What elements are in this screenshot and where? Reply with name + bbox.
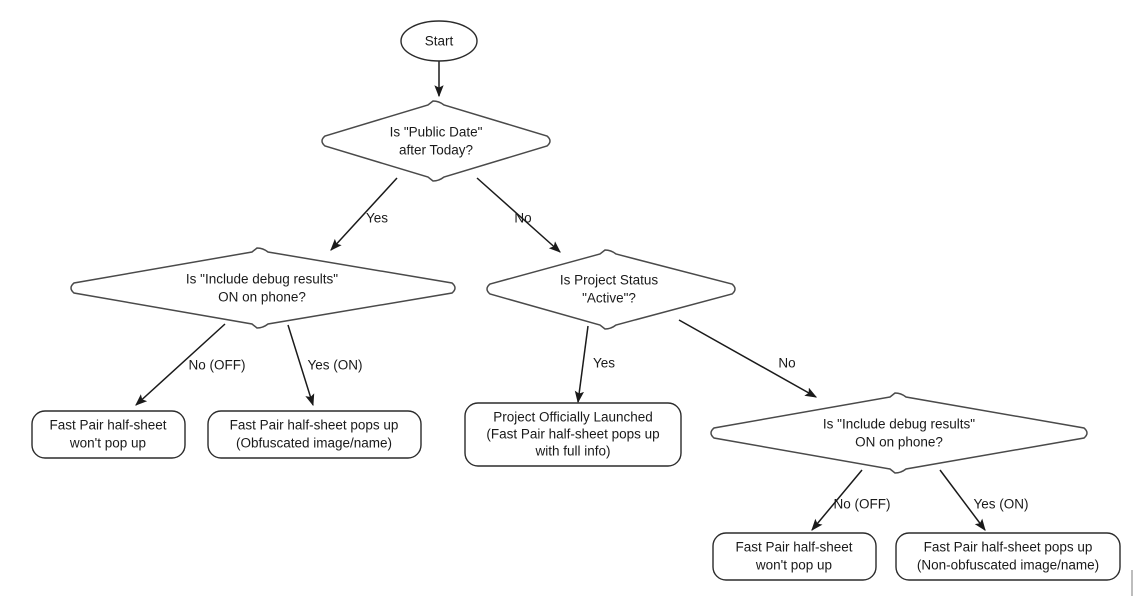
terminal-non-obfuscated-line-1: Fast Pair half-sheet pops up — [924, 540, 1093, 555]
node-decision-debug-left[interactable]: Is "Include debug results" ON on phone? — [70, 247, 456, 329]
terminal-launched-line-1: Project Officially Launched — [493, 410, 653, 425]
decision-debug-left-line-2: ON on phone? — [218, 290, 306, 305]
node-terminal-non-obfuscated[interactable]: Fast Pair half-sheet pops up (Non-obfusc… — [895, 532, 1121, 581]
terminal-no-popup-left-line-1: Fast Pair half-sheet — [49, 418, 166, 433]
edge-public-date-no: No — [476, 177, 561, 253]
node-decision-project-status[interactable]: Is Project Status "Active"? — [486, 249, 736, 330]
edge-line — [135, 323, 226, 406]
edge-project-status-yes: Yes — [574, 325, 615, 404]
edge-public-date-yes: Yes — [330, 177, 398, 251]
edge-line — [287, 324, 315, 407]
edge-label-yes-on: Yes (ON) — [307, 358, 362, 373]
edge-line — [811, 469, 863, 531]
start-ellipse[interactable] — [400, 20, 478, 62]
edge-debug-right-off: No (OFF) — [811, 469, 891, 531]
edge-line — [476, 177, 561, 253]
decision-project-status-diamond[interactable] — [486, 249, 736, 330]
terminal-launched-line-3: with full info) — [534, 444, 610, 459]
terminal-non-obfuscated-box[interactable] — [895, 532, 1121, 581]
decision-public-date-line-1: Is "Public Date" — [390, 125, 483, 140]
nodes-layer: Start Is "Public Date" after Today? Is "… — [31, 20, 1121, 581]
node-terminal-no-popup-left[interactable]: Fast Pair half-sheet won't pop up — [31, 410, 186, 459]
terminal-no-popup-right-box[interactable] — [712, 532, 877, 581]
terminal-no-popup-right-line-1: Fast Pair half-sheet — [735, 540, 852, 555]
edge-line — [678, 319, 818, 398]
terminal-no-popup-left-box[interactable] — [31, 410, 186, 459]
node-decision-public-date[interactable]: Is "Public Date" after Today? — [321, 100, 551, 182]
edges-layer: Yes No No (OFF) Yes (ON) Yes — [135, 61, 1029, 531]
terminal-obfuscated-box[interactable] — [207, 410, 422, 459]
edge-label-yes-on: Yes (ON) — [973, 497, 1028, 512]
edge-debug-left-off: No (OFF) — [135, 323, 246, 406]
terminal-launched-line-2: (Fast Pair half-sheet pops up — [486, 427, 659, 442]
page-edge-marker — [1131, 570, 1133, 596]
terminal-launched-box[interactable] — [464, 402, 682, 467]
decision-debug-right-diamond[interactable] — [710, 392, 1088, 474]
edge-line — [330, 177, 398, 251]
decision-public-date-diamond[interactable] — [321, 100, 551, 182]
decision-debug-left-diamond[interactable] — [70, 247, 456, 329]
decision-project-status-line-1: Is Project Status — [560, 273, 659, 288]
node-decision-debug-right[interactable]: Is "Include debug results" ON on phone? — [710, 392, 1088, 474]
node-terminal-obfuscated[interactable]: Fast Pair half-sheet pops up (Obfuscated… — [207, 410, 422, 459]
terminal-no-popup-left-line-2: won't pop up — [69, 436, 146, 451]
edge-project-status-no: No — [678, 319, 818, 398]
terminal-non-obfuscated-line-2: (Non-obfuscated image/name) — [917, 558, 1099, 573]
edge-label-no-off: No (OFF) — [834, 497, 891, 512]
decision-debug-right-line-2: ON on phone? — [855, 435, 943, 450]
edge-label-no-off: No (OFF) — [189, 358, 246, 373]
edge-label-no: No — [514, 211, 531, 226]
decision-debug-right-line-1: Is "Include debug results" — [823, 417, 975, 432]
edge-debug-right-on: Yes (ON) — [939, 469, 1029, 531]
edge-label-no: No — [778, 356, 795, 371]
decision-project-status-line-2: "Active"? — [582, 291, 636, 306]
terminal-obfuscated-line-1: Fast Pair half-sheet pops up — [230, 418, 399, 433]
edge-line — [574, 325, 589, 404]
edge-label-yes: Yes — [366, 211, 388, 226]
node-start[interactable]: Start — [400, 20, 478, 62]
decision-public-date-line-2: after Today? — [399, 143, 473, 158]
node-terminal-no-popup-right[interactable]: Fast Pair half-sheet won't pop up — [712, 532, 877, 581]
terminal-no-popup-right-line-2: won't pop up — [755, 558, 832, 573]
terminal-obfuscated-line-2: (Obfuscated image/name) — [236, 436, 392, 451]
edge-debug-left-on: Yes (ON) — [287, 324, 363, 407]
edge-line — [939, 469, 986, 531]
decision-debug-left-line-1: Is "Include debug results" — [186, 272, 338, 287]
edge-label-yes: Yes — [593, 356, 615, 371]
start-label: Start — [425, 34, 454, 49]
node-terminal-launched[interactable]: Project Officially Launched (Fast Pair h… — [464, 402, 682, 467]
